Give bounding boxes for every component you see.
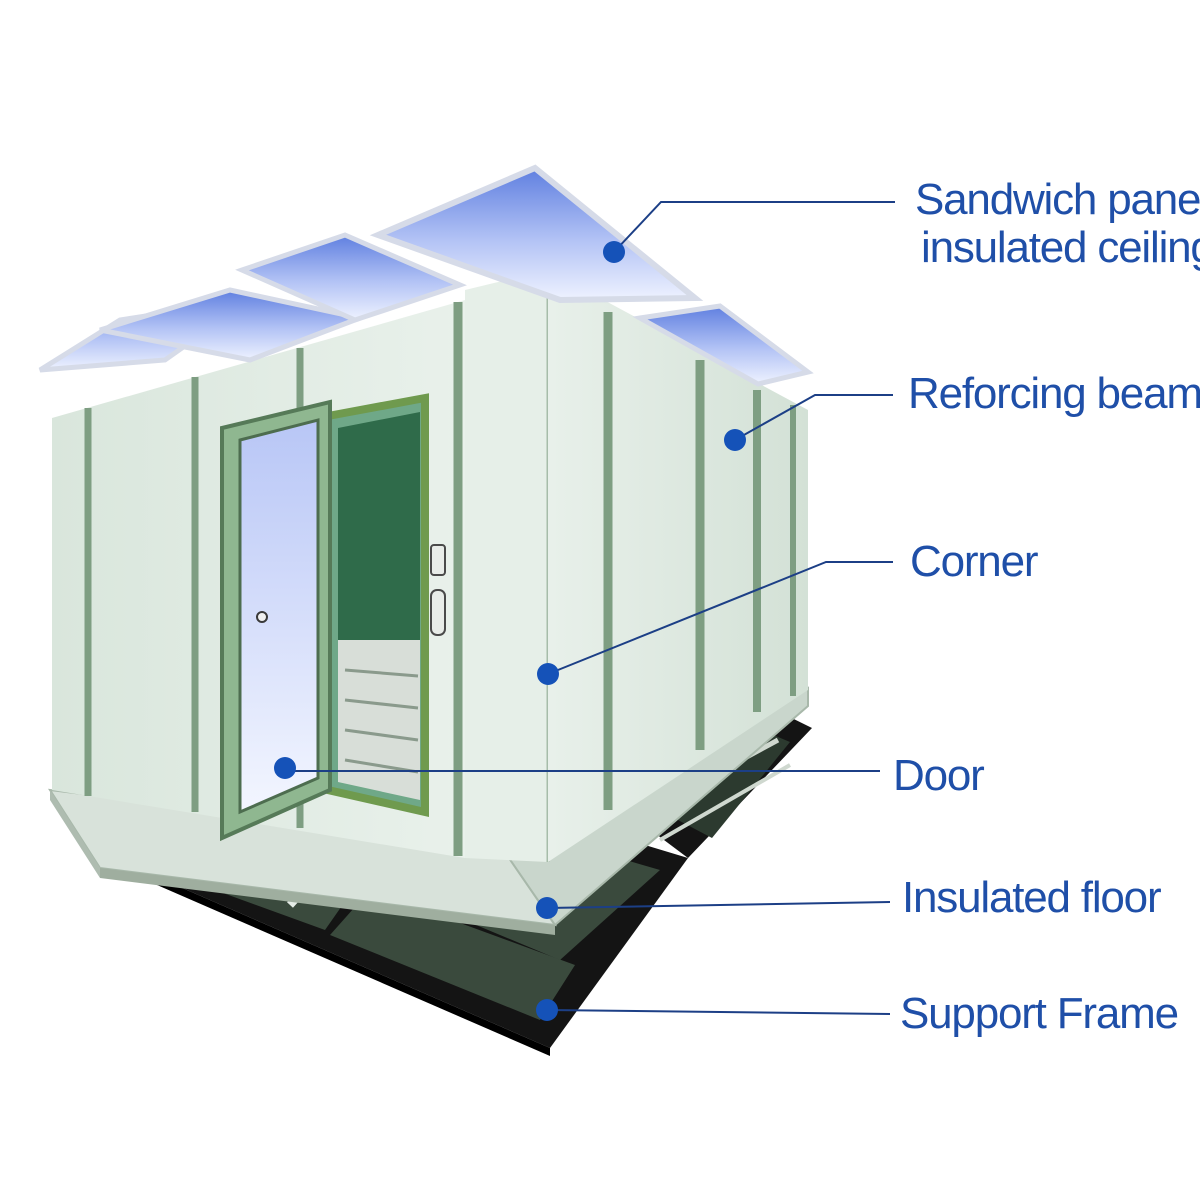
label-ceiling-line1: Sandwich panel [915, 175, 1200, 224]
side-wall [548, 270, 808, 862]
frame-marker [536, 999, 558, 1021]
label-door: Door [893, 751, 984, 800]
beam-marker [724, 429, 746, 451]
door-lock-icon [430, 544, 446, 576]
label-ceiling-line2: insulated ceiling [921, 223, 1200, 272]
callout-labels: Sandwich panel insulated ceiling Reforci… [893, 175, 1200, 1038]
door [220, 399, 496, 842]
corner-marker [537, 663, 559, 685]
door-marker [274, 757, 296, 779]
label-floor: Insulated floor [902, 873, 1161, 922]
ceiling-panels [38, 164, 814, 387]
label-beam: Reforcing beam [908, 369, 1200, 418]
door-handle-icon [256, 611, 268, 623]
door-opening [324, 393, 429, 818]
corner-post [465, 270, 550, 862]
floor-marker [536, 897, 558, 919]
ceiling-marker [603, 241, 625, 263]
callout-markers [274, 241, 746, 1021]
label-corner: Corner [910, 537, 1038, 586]
label-frame: Support Frame [900, 989, 1178, 1038]
callout-leaders [285, 201, 895, 1015]
